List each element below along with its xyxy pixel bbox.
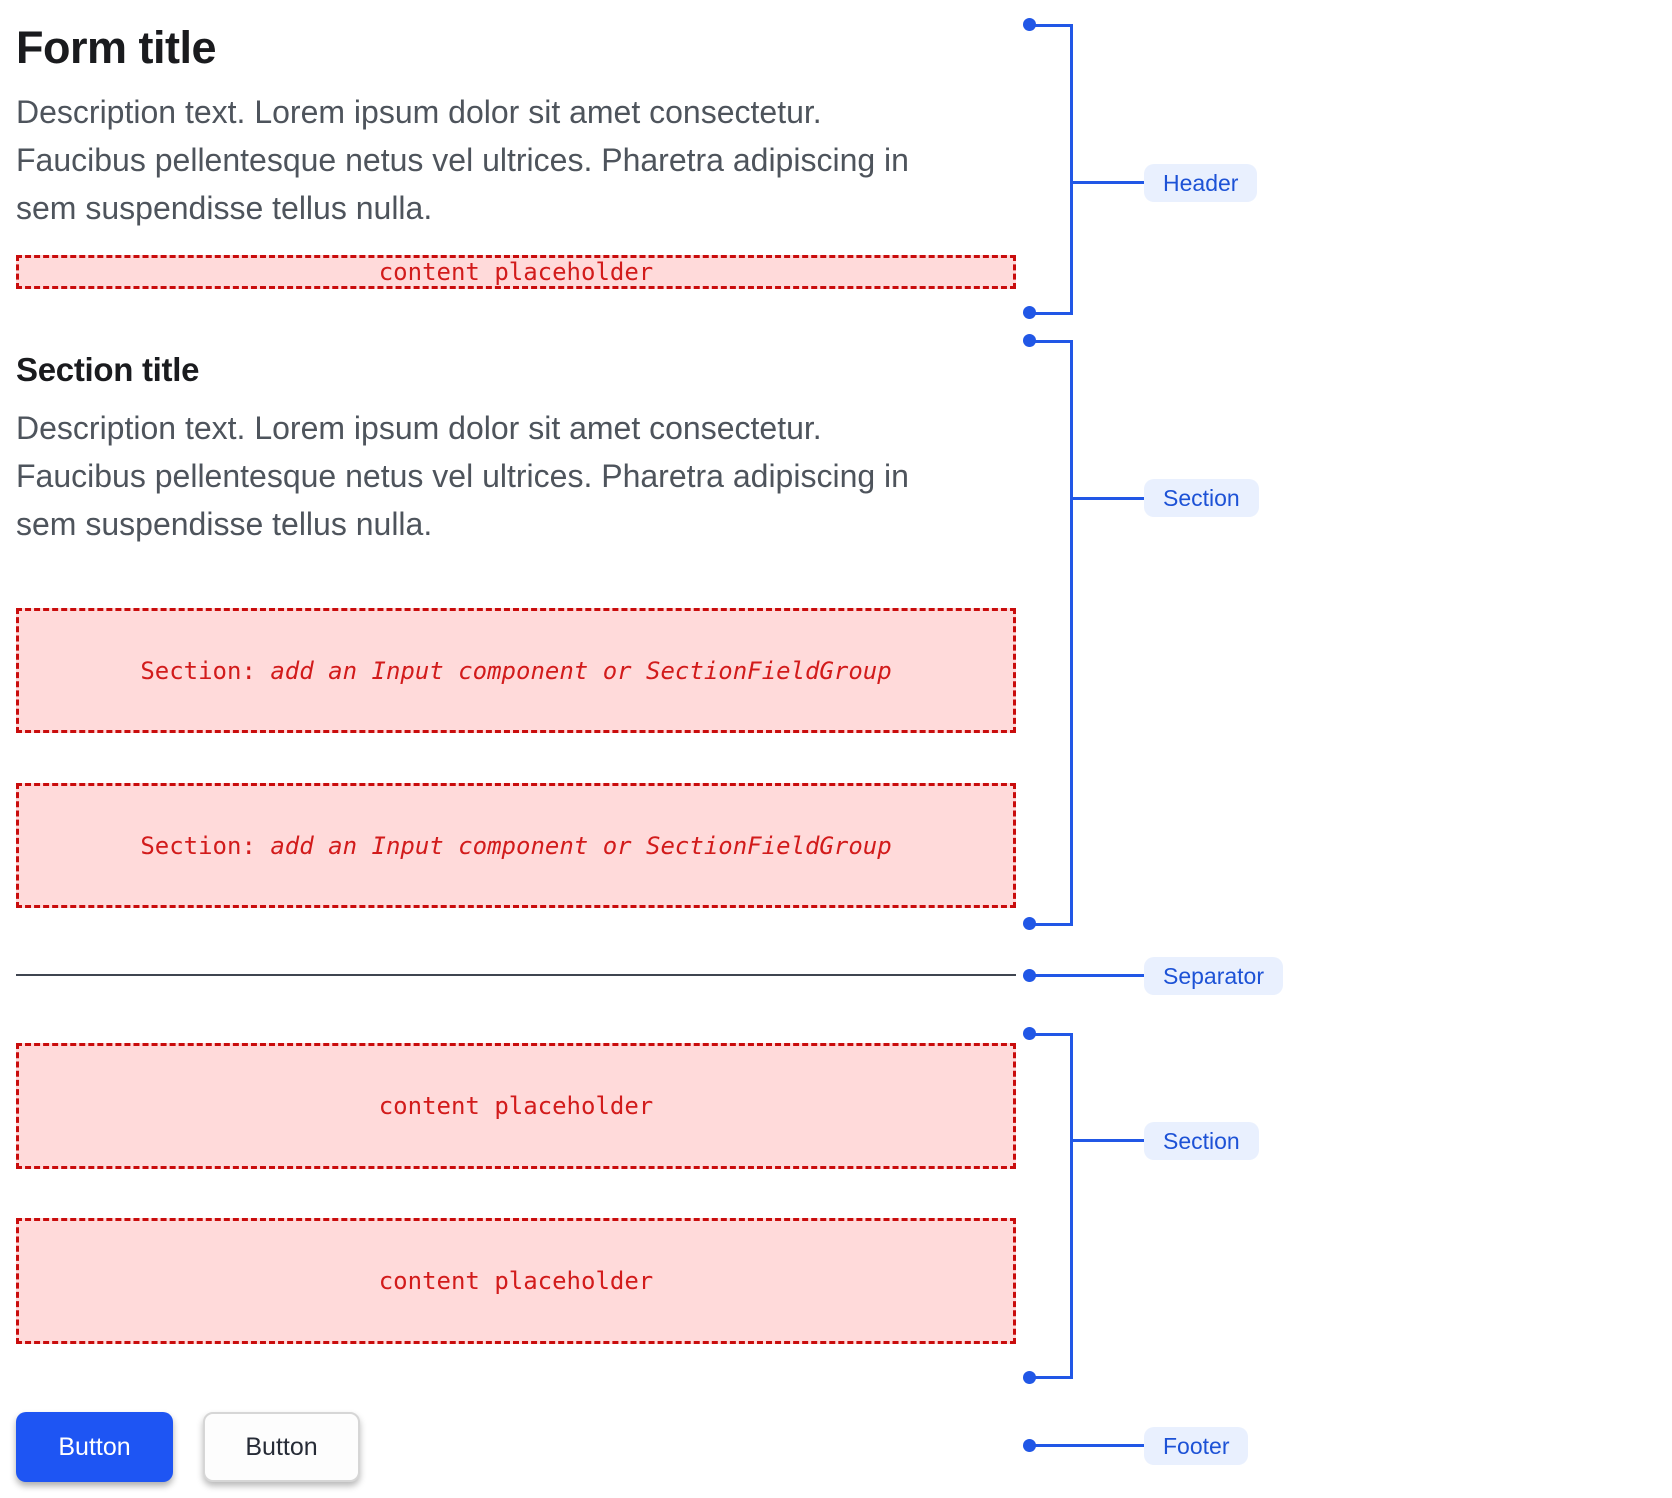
separator-line [16,974,1016,976]
section2-content-placeholder-1-label: content placeholder [378,1092,654,1120]
section1-annotation-label: Section [1144,479,1259,517]
header-bracket-bottom-dot [1023,306,1036,319]
section2-annotation-label: Section [1144,1122,1259,1160]
separator-annotation-label: Separator [1144,957,1284,995]
header-annotation-label: Header [1144,164,1258,202]
section-slot-placeholder-1-label: Section: add an Input component or Secti… [140,656,892,685]
header-bracket [1030,24,1073,315]
section-slot-placeholder-2: Section: add an Input component or Secti… [16,783,1016,908]
section2-label-tick [1070,1139,1144,1142]
section1-bracket [1030,340,1073,926]
section-description: Description text. Lorem ipsum dolor sit … [16,410,909,542]
section2-content-placeholder-1: content placeholder [16,1043,1016,1169]
header-bracket-top-dot [1023,18,1036,31]
form-title: Form title [16,22,217,73]
header-label-tick [1070,181,1144,184]
header-content-placeholder: content placeholder [16,255,1016,289]
secondary-button[interactable]: Button [203,1412,360,1482]
section-title: Section title [16,351,200,388]
separator-dot [1023,969,1036,982]
section1-bracket-top-dot [1023,334,1036,347]
section2-bracket-top-dot [1023,1027,1036,1040]
footer-label-connector [1030,1444,1144,1447]
header-content-placeholder-label: content placeholder [378,258,654,286]
separator-label-connector [1030,974,1144,977]
footer-dot [1023,1439,1036,1452]
section2-bracket-bottom-dot [1023,1371,1036,1384]
footer-annotation-label: Footer [1144,1427,1249,1465]
section2-bracket [1030,1033,1073,1379]
primary-button[interactable]: Button [16,1412,173,1482]
section1-label-tick [1070,497,1144,500]
form-description: Description text. Lorem ipsum dolor sit … [16,94,909,226]
section2-content-placeholder-2-label: content placeholder [378,1267,654,1295]
section-slot-placeholder-1: Section: add an Input component or Secti… [16,608,1016,733]
section2-content-placeholder-2: content placeholder [16,1218,1016,1344]
section1-bracket-bottom-dot [1023,917,1036,930]
section-slot-placeholder-2-label: Section: add an Input component or Secti… [140,831,892,860]
